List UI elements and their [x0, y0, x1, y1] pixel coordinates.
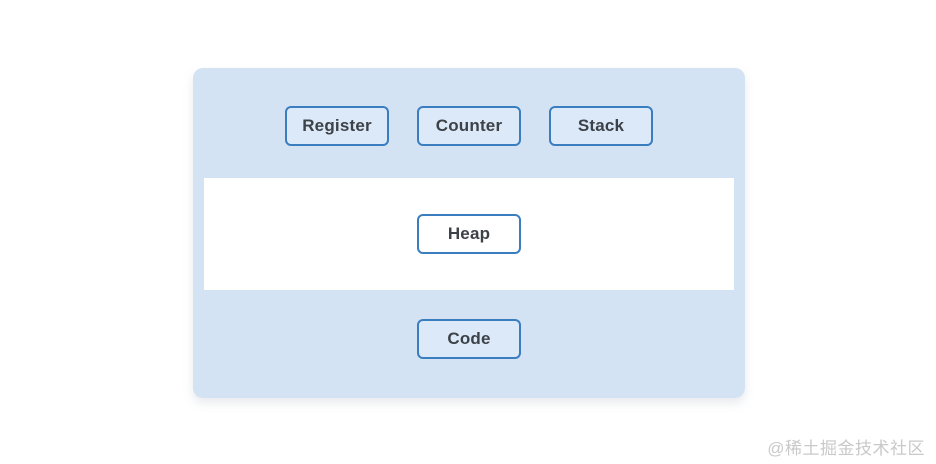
heap-box: Heap	[417, 214, 521, 254]
register-box-label: Register	[302, 116, 372, 135]
stack-box-label: Stack	[577, 116, 625, 135]
top-row: Register Counter Stack	[193, 106, 745, 146]
heap-region: Heap	[204, 178, 734, 290]
stack-box: Stack	[549, 106, 653, 146]
counter-box-label: Counter	[435, 116, 503, 135]
register-box: Register	[285, 106, 389, 146]
counter-box: Counter	[417, 106, 521, 146]
code-box: Code	[417, 319, 521, 359]
watermark: @稀土掘金技术社区	[767, 439, 925, 458]
memory-layout-panel: Register Counter Stack Heap Code	[193, 68, 745, 398]
bottom-row: Code	[193, 319, 745, 359]
code-box-label: Code	[447, 329, 491, 348]
heap-box-label: Heap	[447, 224, 491, 243]
